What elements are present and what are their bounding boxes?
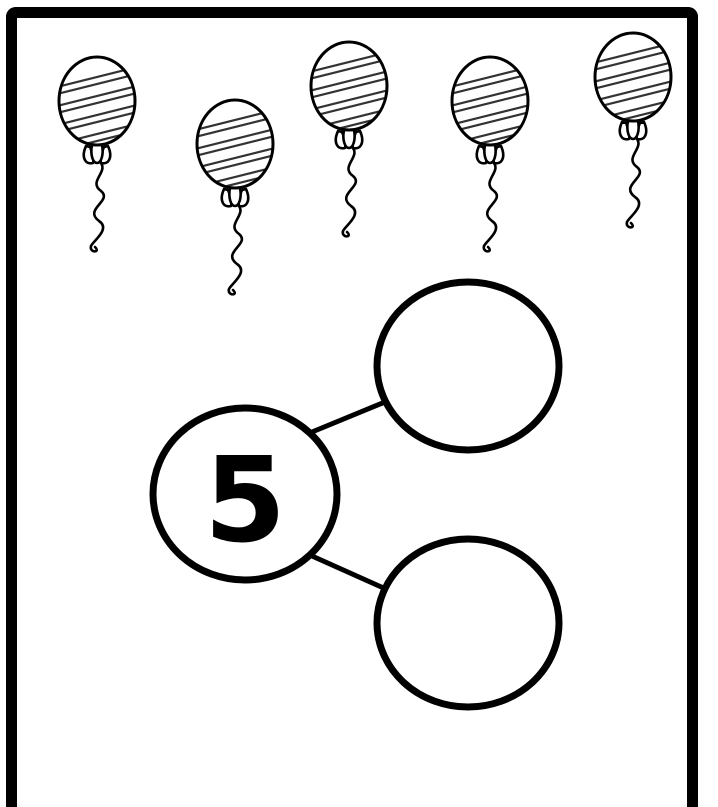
- part-circle-bottom[interactable]: [377, 539, 559, 707]
- balloon-icon: [57, 57, 137, 251]
- whole-number: 5: [150, 420, 340, 580]
- part-circle-top[interactable]: [377, 282, 559, 450]
- balloon-icon: [593, 33, 673, 227]
- balloon-icon: [309, 42, 389, 236]
- balloon-icon: [195, 100, 275, 294]
- balloon-icon: [450, 57, 530, 251]
